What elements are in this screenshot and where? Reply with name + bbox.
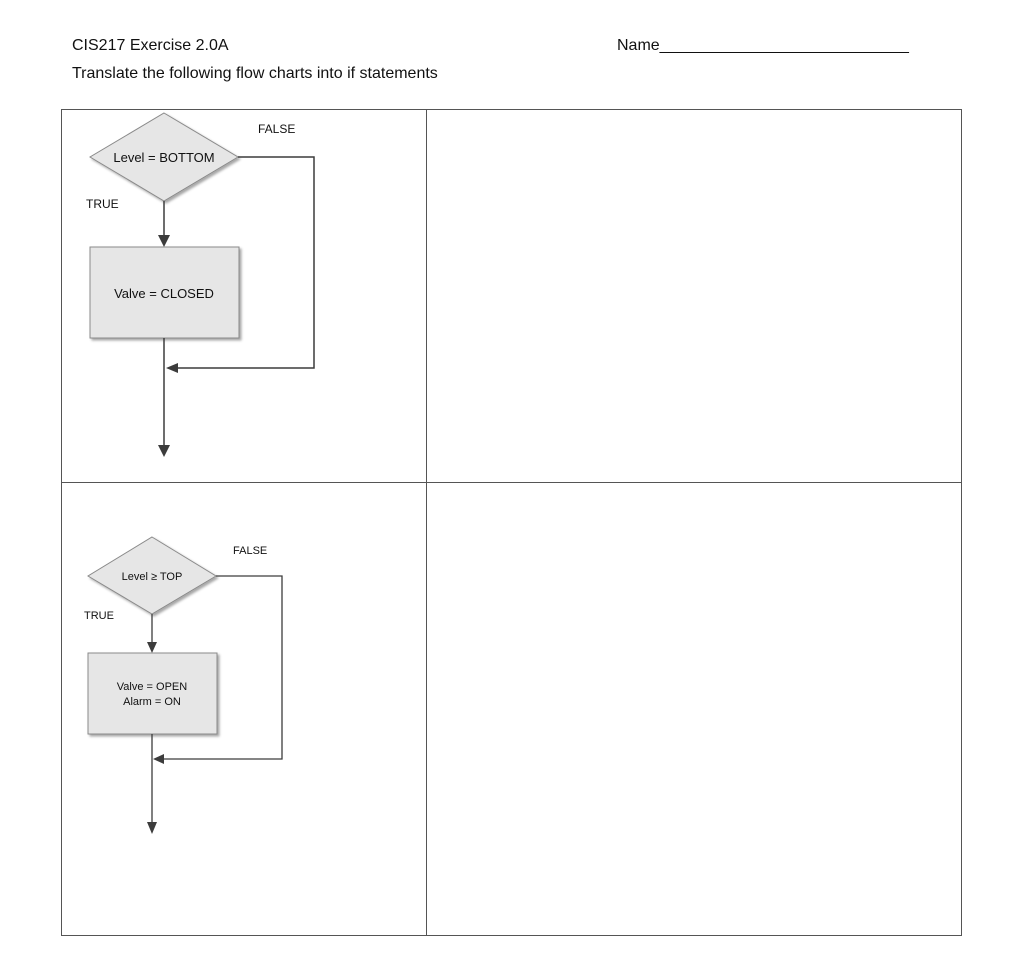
process-box-2 [87, 652, 218, 735]
false-label-2: FALSE [233, 545, 267, 557]
false-connector-1 [178, 156, 315, 369]
flowcharts: Level = BOTTOM FALSE TRUE Valve = CLOSED… [84, 112, 315, 834]
true-label-1: TRUE [86, 197, 119, 211]
arrowhead-down-1a [158, 235, 170, 247]
table-column-divider [426, 109, 427, 936]
exercise-table [61, 109, 962, 936]
flowchart-1: Level = BOTTOM FALSE TRUE Valve = CLOSED [86, 112, 315, 457]
instructions: Translate the following flow charts into… [72, 65, 438, 82]
answer-cell-2[interactable] [428, 483, 961, 935]
arrowhead-down-1b [158, 445, 170, 457]
name-field: Name____________________________ [617, 37, 909, 54]
process-label-2b: Alarm = ON [123, 696, 181, 708]
answer-cell-1[interactable] [428, 110, 961, 482]
false-connector-2 [164, 575, 283, 760]
arrowhead-left-2 [153, 754, 164, 764]
false-label-1: FALSE [258, 122, 295, 136]
process-box-1 [89, 246, 240, 339]
decision-label-1: Level = BOTTOM [113, 150, 214, 165]
flowchart-2: Level ≥ TOP FALSE TRUE Valve = OPEN Alar… [84, 536, 283, 834]
arrowhead-down-2a [147, 642, 157, 653]
arrowhead-down-2b [147, 822, 157, 834]
worksheet-header: CIS217 Exercise 2.0A Translate the follo… [72, 36, 438, 92]
decision-label-2: Level ≥ TOP [122, 571, 183, 583]
course-title: CIS217 Exercise 2.0A [72, 37, 229, 54]
process-label-1: Valve = CLOSED [114, 286, 214, 301]
process-label-2a: Valve = OPEN [117, 681, 187, 693]
arrowhead-left-1 [166, 363, 178, 373]
true-label-2: TRUE [84, 610, 114, 622]
table-row-divider [61, 482, 962, 483]
